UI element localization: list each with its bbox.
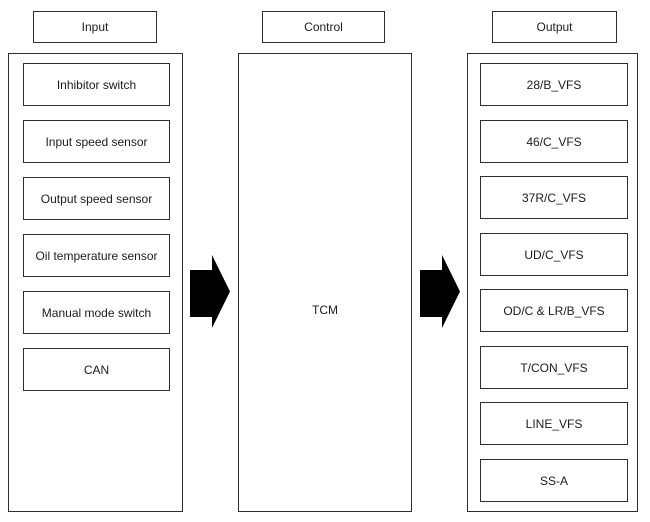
control-header: Control [262,11,385,43]
tcm-box: TCM [238,53,412,512]
input-header-label: Input [81,20,109,34]
input-item-can: CAN [23,348,170,391]
output-item-udc-vfs: UD/C_VFS [480,233,628,276]
output-header-label: Output [536,20,573,34]
input-item-input-speed-sensor: Input speed sensor [23,120,170,163]
input-header: Input [33,11,157,43]
input-item-output-speed-sensor: Output speed sensor [23,177,170,220]
input-item-oil-temperature-sensor: Oil temperature sensor [23,234,170,277]
output-panel: 28/B_VFS 46/C_VFS 37R/C_VFS UD/C_VFS OD/… [467,53,638,512]
output-item-46c-vfs: 46/C_VFS [480,120,628,163]
output-item-ss-a: SS-A [480,459,628,502]
output-item-28b-vfs: 28/B_VFS [480,63,628,106]
control-header-label: Control [304,20,343,34]
input-panel: Inhibitor switch Input speed sensor Outp… [8,53,183,512]
tcm-label: TCM [312,302,338,317]
output-item-tcon-vfs: T/CON_VFS [480,346,628,389]
output-item-odc-lrb-vfs: OD/C & LR/B_VFS [480,289,628,332]
output-item-line-vfs: LINE_VFS [480,402,628,445]
input-item-manual-mode-switch: Manual mode switch [23,291,170,334]
input-to-control-arrow-icon [190,255,230,328]
output-header: Output [492,11,617,43]
control-to-output-arrow-icon [420,255,460,328]
output-item-37rc-vfs: 37R/C_VFS [480,176,628,219]
input-item-inhibitor-switch: Inhibitor switch [23,63,170,106]
